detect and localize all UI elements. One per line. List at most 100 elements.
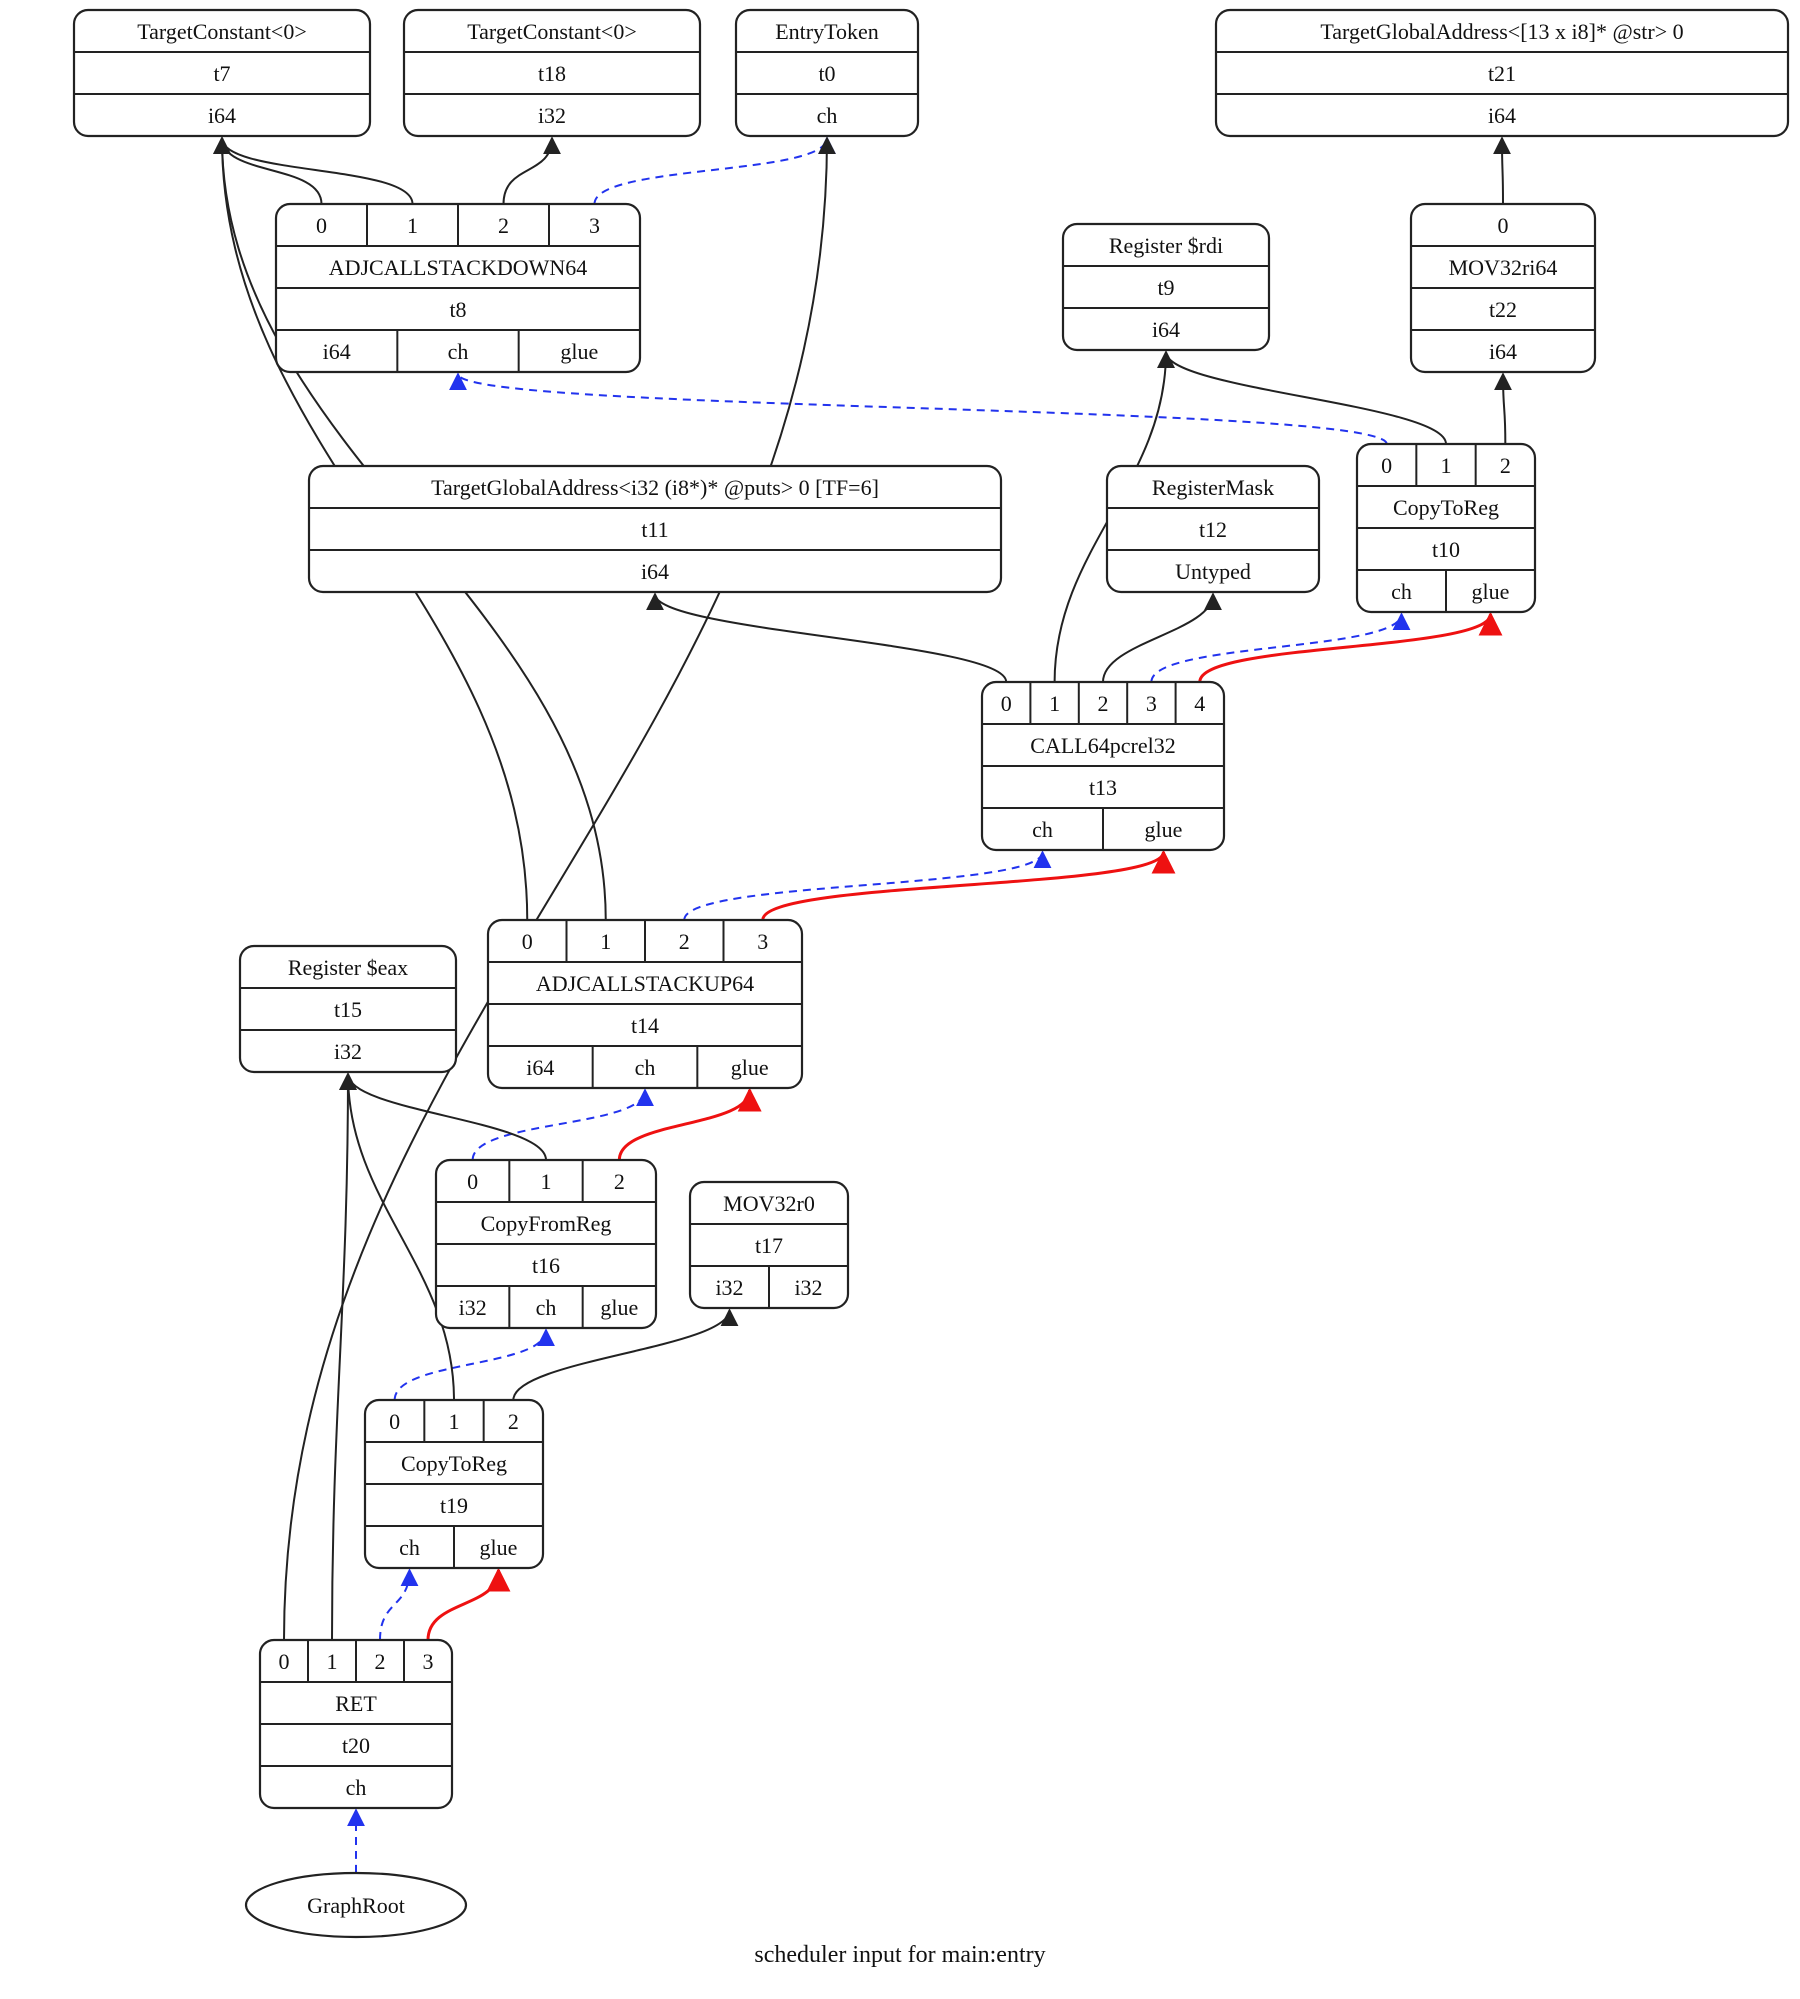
result-type-ch: ch bbox=[1032, 817, 1053, 842]
result-type-i32: i32 bbox=[715, 1275, 743, 1300]
node-id-label: t20 bbox=[342, 1733, 370, 1758]
operand-port-1: 1 bbox=[541, 1169, 552, 1194]
edge-data-t16-to-t15 bbox=[339, 1072, 547, 1161]
operand-port-1: 1 bbox=[1049, 691, 1060, 716]
result-type-i64: i64 bbox=[1488, 103, 1516, 128]
result-type-i64: i64 bbox=[641, 559, 669, 584]
opcode-label: TargetConstant<0> bbox=[137, 19, 307, 44]
result-type-glue: glue bbox=[1145, 817, 1183, 842]
node-frame bbox=[1214, 8, 1790, 138]
result-type-glue: glue bbox=[480, 1535, 518, 1560]
node-frame bbox=[238, 944, 458, 1074]
result-type-glue: glue bbox=[731, 1055, 769, 1080]
result-type-ch: ch bbox=[1391, 579, 1412, 604]
node-frame bbox=[402, 8, 702, 138]
operand-port-2: 2 bbox=[498, 213, 509, 238]
result-type-ch: ch bbox=[635, 1055, 656, 1080]
operand-port-2: 2 bbox=[679, 929, 690, 954]
opcode-label: ADJCALLSTACKUP64 bbox=[536, 971, 754, 996]
opcode-label: TargetGlobalAddress<[13 x i8]* @str> 0 bbox=[1320, 19, 1683, 44]
graph-root: GraphRoot bbox=[244, 1871, 468, 1939]
operand-port-3: 3 bbox=[423, 1649, 434, 1674]
opcode-label: MOV32r0 bbox=[723, 1191, 815, 1216]
result-type-i32: i32 bbox=[334, 1039, 362, 1064]
edge-data-t8-to-t7 bbox=[213, 136, 323, 205]
node-id-label: t0 bbox=[818, 61, 835, 86]
node-frame bbox=[734, 8, 920, 138]
node-id-label: t15 bbox=[334, 997, 362, 1022]
edge-data-t19-to-t15 bbox=[339, 1072, 455, 1401]
operand-port-1: 1 bbox=[407, 213, 418, 238]
node-id-label: t11 bbox=[641, 517, 668, 542]
result-type-i64: i64 bbox=[1152, 317, 1180, 342]
edge-glue-t16-to-t14 bbox=[617, 1087, 762, 1161]
operand-port-3: 3 bbox=[1146, 691, 1157, 716]
result-type-i32: i32 bbox=[459, 1295, 487, 1320]
result-type-i32: i32 bbox=[794, 1275, 822, 1300]
result-type-ch: ch bbox=[399, 1535, 420, 1560]
opcode-label: TargetGlobalAddress<i32 (i8*)* @puts> 0 … bbox=[431, 475, 879, 500]
node-t17: MOV32r0 t17 i32 i32 bbox=[688, 1180, 850, 1310]
result-type-glue: glue bbox=[1472, 579, 1510, 604]
edge-data-t20-to-t0 bbox=[283, 136, 836, 1641]
node-id-label: t14 bbox=[631, 1013, 659, 1038]
operand-port-0: 0 bbox=[279, 1649, 290, 1674]
node-id-label: t8 bbox=[449, 297, 466, 322]
operand-port-4: 4 bbox=[1194, 691, 1205, 716]
graph-root-label: GraphRoot bbox=[307, 1893, 405, 1918]
result-type-Untyped: Untyped bbox=[1175, 559, 1251, 584]
node-frame bbox=[307, 464, 1003, 594]
result-type-ch: ch bbox=[817, 103, 838, 128]
diagram-caption: scheduler input for main:entry bbox=[754, 1942, 1045, 1968]
opcode-label: CALL64pcrel32 bbox=[1030, 733, 1175, 758]
opcode-label: CopyToReg bbox=[401, 1451, 507, 1476]
node-id-label: t10 bbox=[1432, 537, 1460, 562]
node-id-label: t18 bbox=[538, 61, 566, 86]
operand-port-1: 1 bbox=[327, 1649, 338, 1674]
edge-chain-t8-to-t0 bbox=[593, 136, 836, 205]
edge-data-t19-to-t17 bbox=[512, 1308, 739, 1401]
node-id-label: t22 bbox=[1489, 297, 1517, 322]
operand-port-2: 2 bbox=[508, 1409, 519, 1434]
opcode-label: RET bbox=[335, 1691, 377, 1716]
edge-data-t22-to-t21 bbox=[1493, 136, 1512, 205]
node-id-label: t12 bbox=[1199, 517, 1227, 542]
operand-port-0: 0 bbox=[316, 213, 327, 238]
edge-data-t13-to-t12 bbox=[1102, 592, 1222, 683]
node-frame bbox=[1061, 222, 1271, 352]
node-t9: Register $rdi t9 i64 bbox=[1061, 222, 1271, 352]
result-type-ch: ch bbox=[448, 339, 469, 364]
operand-port-0: 0 bbox=[522, 929, 533, 954]
node-t21: TargetGlobalAddress<[13 x i8]* @str> 0t2… bbox=[1214, 8, 1790, 138]
node-id-label: t13 bbox=[1089, 775, 1117, 800]
edge-data-t10-to-t9 bbox=[1157, 350, 1447, 445]
result-type-i32: i32 bbox=[538, 103, 566, 128]
opcode-label: Register $rdi bbox=[1109, 233, 1223, 258]
operand-port-3: 3 bbox=[589, 213, 600, 238]
operand-port-2: 2 bbox=[1500, 453, 1511, 478]
node-id-label: t16 bbox=[532, 1253, 560, 1278]
operand-port-0: 0 bbox=[1498, 213, 1509, 238]
node-id-label: t17 bbox=[755, 1233, 783, 1258]
opcode-label: EntryToken bbox=[775, 19, 879, 44]
result-type-i64: i64 bbox=[323, 339, 351, 364]
node-id-label: t19 bbox=[440, 1493, 468, 1518]
edge-glue-t13-to-t10 bbox=[1198, 611, 1503, 683]
edge-data-t8-to-t18 bbox=[502, 136, 561, 205]
result-type-i64: i64 bbox=[1489, 339, 1517, 364]
node-id-label: t9 bbox=[1157, 275, 1174, 300]
edge-chain-t19-to-t16 bbox=[393, 1328, 555, 1401]
opcode-label: CopyToReg bbox=[1393, 495, 1499, 520]
opcode-label: MOV32ri64 bbox=[1449, 255, 1558, 280]
result-type-glue: glue bbox=[560, 339, 598, 364]
edge-data-t10-to-t22 bbox=[1494, 372, 1513, 445]
result-type-i64: i64 bbox=[208, 103, 236, 128]
node-t11: TargetGlobalAddress<i32 (i8*)* @puts> 0 … bbox=[307, 464, 1003, 594]
